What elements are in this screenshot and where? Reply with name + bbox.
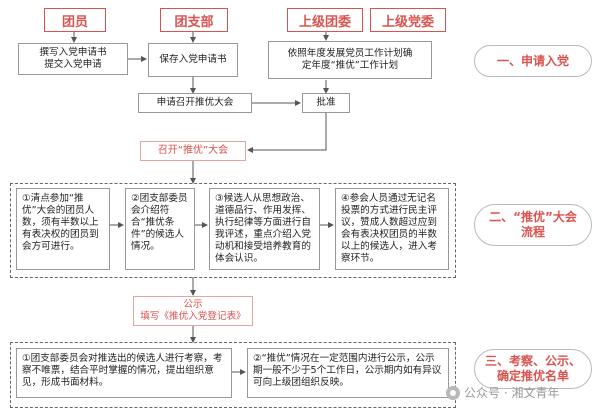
registration-form-label: 填写《推优入党登记表》 — [140, 311, 246, 322]
header-branch: 团支部 — [160, 8, 228, 32]
evaluation-step-2-box: ②“推优”情况在一定范围内进行公示，公示期一般不少于5个工作日，公示期内如有异议… — [247, 348, 449, 398]
stage-3-label: 三、考察、公示、确定推优名单 — [474, 349, 592, 389]
header-upper-league: 上级团委 — [287, 8, 363, 32]
watermark-text: 公众号 · 湘文青年 — [464, 386, 560, 400]
publicity-box: 公示 填写《推优入党登记表》 — [133, 296, 253, 326]
step-2-box: ②团支部委员会介绍符合“推优条件”的候选人情况。 — [125, 188, 195, 270]
stage-2-label: 二、“推优”大会流程 — [474, 204, 592, 246]
save-box: 保存入党申请书 — [148, 43, 238, 77]
apply-box: 撰写入党申请书 提交入党申请 — [18, 43, 128, 75]
arrow-line — [247, 113, 327, 153]
stage-3-text: 三、考察、公示、确定推优名单 — [484, 354, 581, 383]
step-4-box: ④参会人员通过无记名投票的方式进行民主评议，赞成人数超过应到会有表决权团员的半数… — [335, 188, 449, 270]
plan-box: 依照年度发展党员工作计划确 定年度“推优”工作计划 — [268, 41, 432, 79]
evaluation-step-1-box: ①团支部委员会对推选出的候选人进行考察，考察不唯票，结合平时掌握的情况，提出组织… — [16, 348, 232, 398]
step-1-box: ①清点参加“推优”大会的团员人数，须有半数以上有表决权的团员到会方可进行。 — [16, 188, 110, 270]
evaluation-group — [10, 342, 456, 408]
meeting-steps-group — [10, 183, 456, 278]
stage-1-label: 一、申请入党 — [474, 45, 592, 77]
convene-box: 召开“推优”大会 — [140, 141, 246, 161]
request-box: 申请召开推优大会 — [138, 93, 252, 113]
wechat-icon — [446, 385, 460, 400]
header-member: 团员 — [44, 8, 106, 32]
publicity-title: 公示 — [183, 299, 203, 310]
watermark: 公众号 · 湘文青年 — [446, 384, 559, 401]
header-upper-party: 上级党委 — [370, 8, 446, 32]
convene-label: 召开“推优”大会 — [157, 145, 229, 156]
step-3-box: ③候选人从思想政治、道德品行、作用发挥、执行纪律等方面进行自我评述，重点介绍入党… — [209, 188, 320, 270]
stage-2-text: 二、“推优”大会流程 — [489, 210, 577, 239]
approve-box: 批准 — [302, 93, 350, 113]
